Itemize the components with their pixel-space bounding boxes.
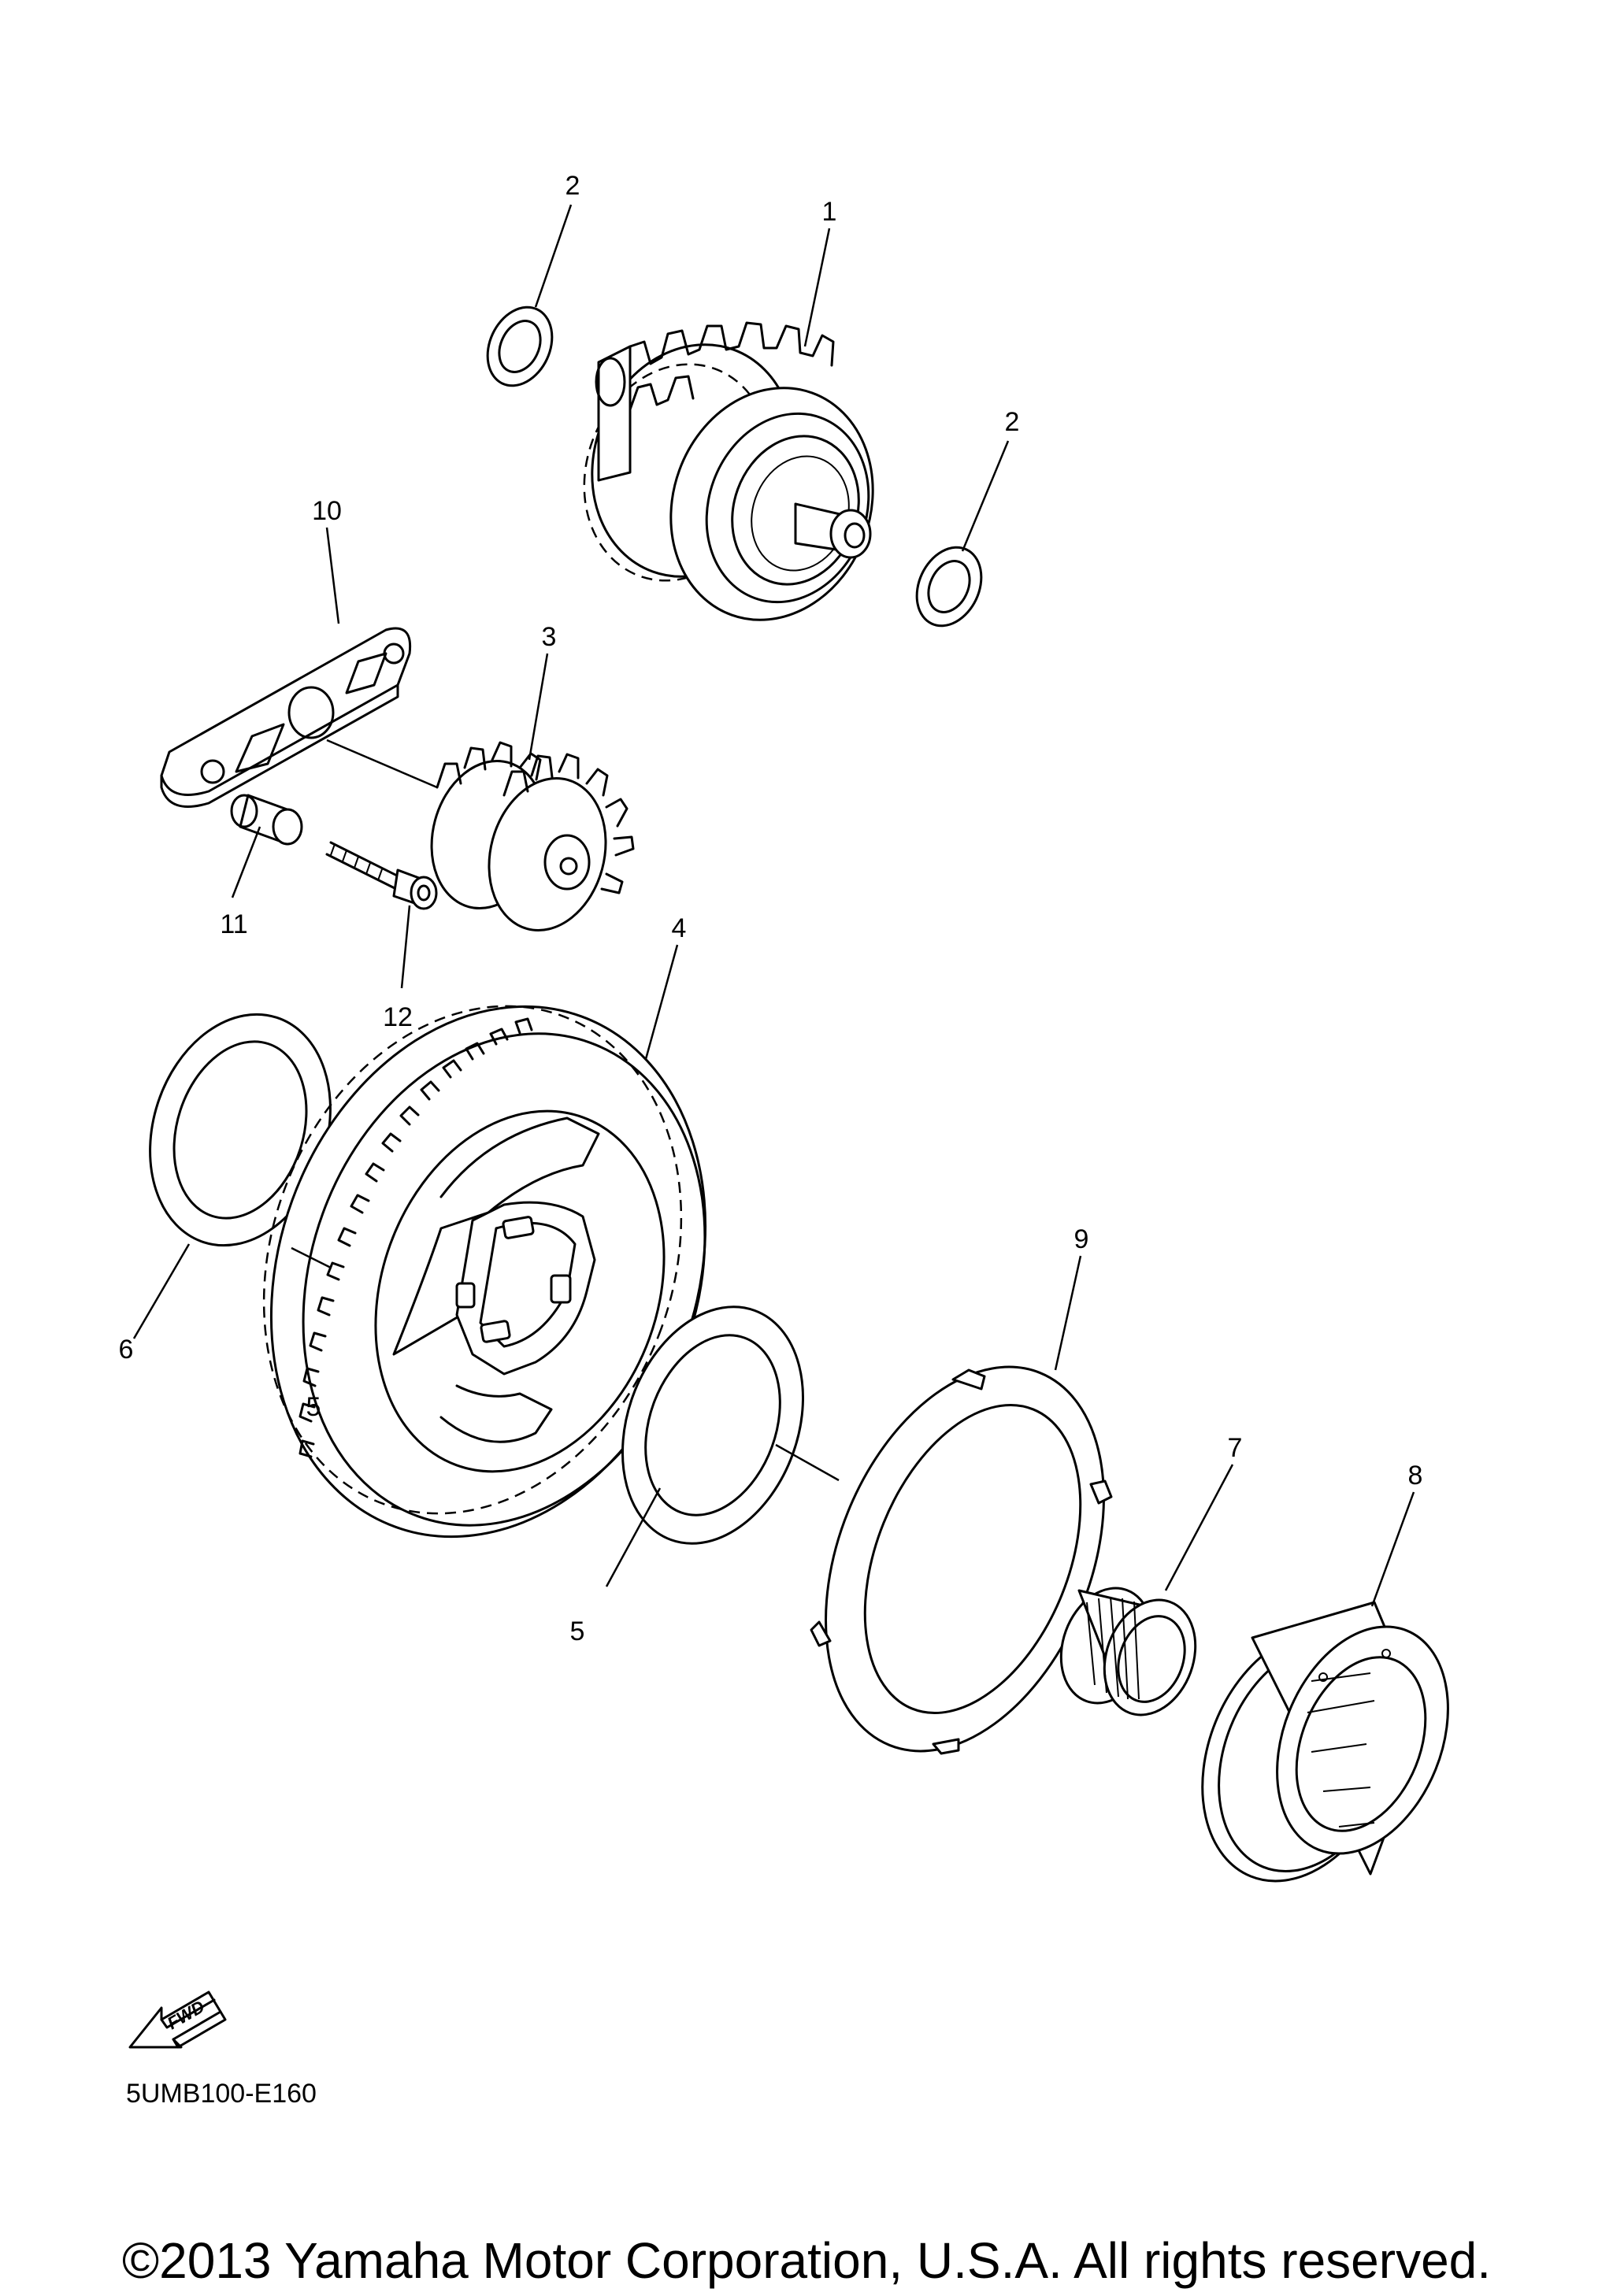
part-12-bolt — [325, 841, 438, 910]
part-9-clutch-plate — [810, 1365, 1113, 1755]
callout-5-wheel: 5 — [306, 1392, 321, 1422]
part-5-washer — [621, 1305, 804, 1545]
callout-10: 10 — [312, 496, 342, 526]
callout-6: 6 — [119, 1335, 134, 1365]
part-7-needle-bearing — [1059, 1587, 1197, 1716]
part-1-idle-gear-assembly — [583, 321, 874, 621]
part-2-washer-lower — [915, 546, 983, 628]
callout-8: 8 — [1408, 1461, 1423, 1491]
callout-4: 4 — [672, 913, 687, 943]
part-4-starter-wheel-gear — [262, 1005, 707, 1539]
callout-11: 11 — [220, 909, 247, 939]
fwd-arrow-icon: FWD — [128, 1990, 227, 2049]
callout-3: 3 — [542, 622, 557, 652]
part-10-bracket-plate — [160, 627, 412, 808]
part-11-collar — [230, 794, 303, 846]
part-2-washer-upper — [486, 306, 554, 387]
diagram-code: 5UMB100-E160 — [126, 2079, 317, 2109]
copyright-notice: ©2013 Yamaha Motor Corporation, U.S.A. A… — [121, 2232, 1492, 2289]
part-8-clutch-housing — [1201, 1601, 1449, 1883]
part-3-double-gear — [430, 741, 635, 931]
callout-9: 9 — [1074, 1224, 1089, 1254]
callout-leaders — [132, 204, 1415, 1607]
callout-2-upper: 2 — [565, 171, 580, 201]
callout-7: 7 — [1228, 1433, 1243, 1463]
assembly-lines — [291, 739, 840, 1482]
callout-5-washer: 5 — [570, 1616, 585, 1646]
callout-12: 12 — [383, 1002, 413, 1032]
callout-1: 1 — [822, 197, 837, 227]
callout-numbers: 1 2 2 10 3 4 11 12 6 5 5 9 7 8 — [119, 171, 1423, 1646]
callout-2-lower: 2 — [1005, 407, 1020, 437]
